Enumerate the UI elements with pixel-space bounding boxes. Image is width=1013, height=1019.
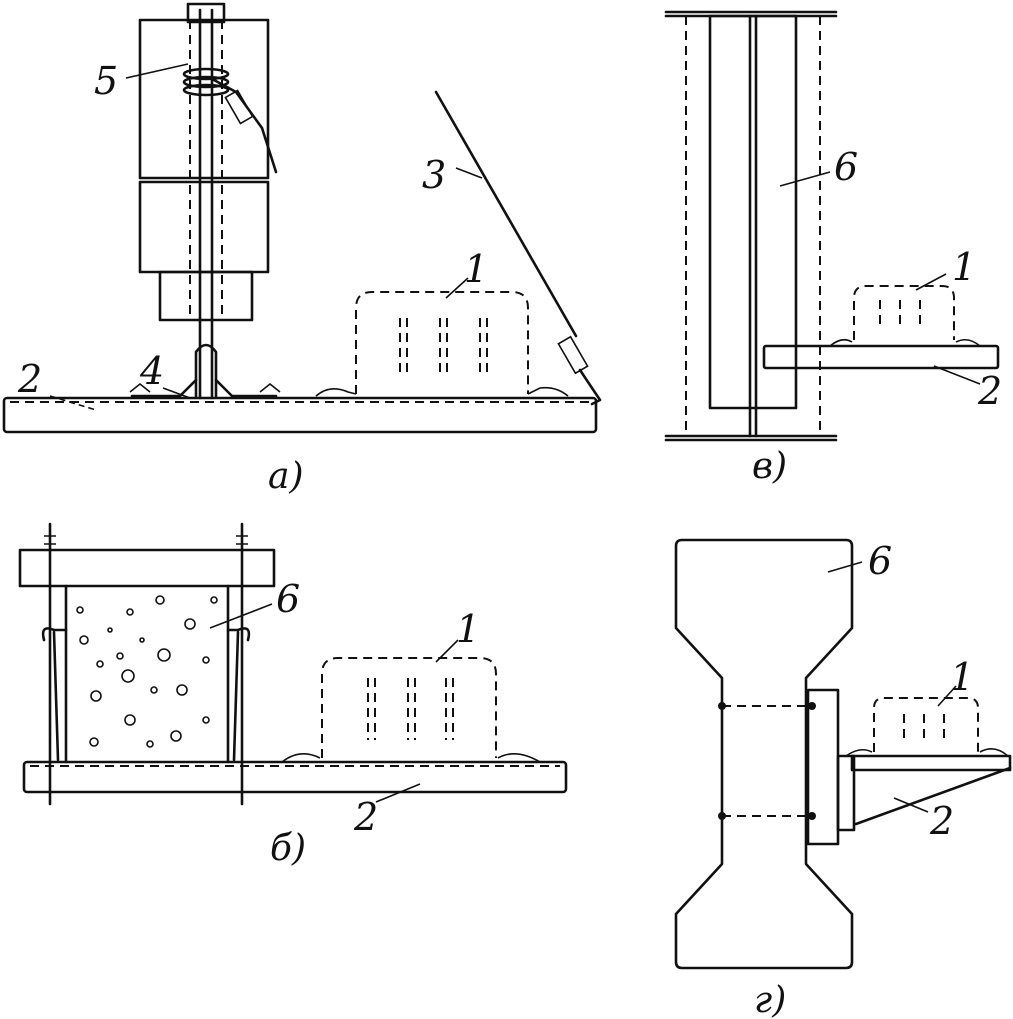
- panel-b-label-2: 2: [353, 795, 378, 839]
- panel-v-beam: [762, 344, 1000, 370]
- panel-a-caption: а): [268, 456, 304, 497]
- panel-a-nut: [186, 2, 226, 24]
- panel-v-label-2: 2: [977, 369, 1002, 413]
- panel-g-label-6: 6: [868, 539, 892, 583]
- panel-a: 5 3 1 4 2 а): [2, 2, 602, 497]
- panel-v-specimen: [708, 14, 798, 410]
- panel-v-caption: в): [752, 446, 787, 487]
- panel-a-beam: [2, 396, 598, 434]
- panel-v: 6 1 2 в): [664, 10, 1002, 487]
- panel-b-specimen: [64, 584, 230, 764]
- panel-b-label-6: 6: [276, 577, 300, 621]
- panel-b: 6 1 2 б): [18, 522, 568, 869]
- panel-g-plate: [806, 688, 840, 846]
- panel-a-label-2: 2: [17, 357, 42, 401]
- panel-v-label-6: 6: [834, 145, 858, 189]
- panel-a-label-5: 5: [94, 59, 118, 103]
- panel-a-label-1: 1: [464, 247, 488, 291]
- panel-g-label-1: 1: [950, 655, 974, 699]
- panel-g-specimen: [674, 538, 854, 970]
- panel-g-beam: [850, 754, 1012, 772]
- panel-g: 6 1 2 г): [674, 538, 1012, 1019]
- panel-a-clamp-upper: [138, 18, 270, 180]
- panel-a-label-3: 3: [422, 153, 446, 197]
- panel-a-clamp-lower: [158, 270, 254, 322]
- panel-a-label-4: 4: [139, 349, 164, 393]
- panel-g-caption: г): [754, 980, 786, 1019]
- panel-b-label-1: 1: [456, 607, 480, 651]
- panel-b-concrete-texture: [76, 595, 218, 748]
- panel-b-beam: [22, 760, 568, 794]
- panel-b-top-plate: [18, 548, 276, 588]
- panel-a-clamp-middle: [138, 180, 270, 274]
- panel-g-label-2: 2: [929, 799, 954, 843]
- panel-a-cable: [434, 90, 578, 338]
- panel-b-caption: б): [270, 828, 306, 869]
- panel-v-label-1: 1: [952, 245, 976, 289]
